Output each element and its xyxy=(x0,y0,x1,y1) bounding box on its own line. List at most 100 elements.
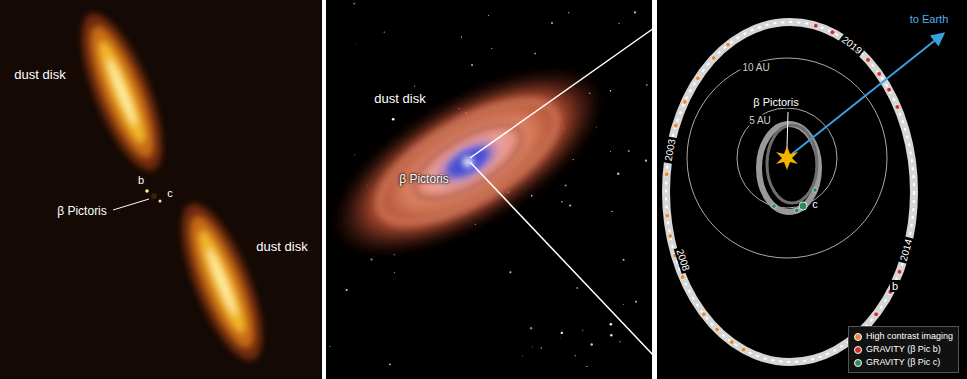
star-dot xyxy=(565,185,567,187)
panel-background xyxy=(0,0,322,379)
legend-swatch xyxy=(854,333,862,341)
disk-glow xyxy=(65,4,178,180)
zoom-line xyxy=(470,28,654,158)
measurement-dot xyxy=(668,234,673,239)
planet-label: c xyxy=(165,187,175,199)
star-dot xyxy=(394,272,395,273)
measurement-dot xyxy=(877,72,882,77)
measurement-dot xyxy=(711,56,716,61)
legend-swatch xyxy=(854,359,862,367)
star-dot xyxy=(618,23,619,24)
star-dot xyxy=(394,254,395,255)
disk-core xyxy=(205,247,239,317)
star-dot xyxy=(530,327,532,329)
star-dot xyxy=(384,31,385,32)
year-label: 2008 xyxy=(674,246,693,274)
star-dot xyxy=(414,86,415,87)
measurement-dot xyxy=(813,23,818,28)
planet-label: b xyxy=(890,280,900,292)
star-dot xyxy=(471,64,473,66)
star-dot xyxy=(590,343,592,345)
scale-label: 5 AU xyxy=(747,115,773,126)
legend-text: GRAVITY (β Pic c) xyxy=(866,357,940,367)
measurement-dot xyxy=(895,105,900,110)
disk-ring xyxy=(361,77,574,246)
star-dot xyxy=(487,14,489,16)
measurement-dot xyxy=(665,213,670,218)
measurement-dot xyxy=(887,87,892,92)
orbit-b xyxy=(666,22,914,362)
star-dot xyxy=(329,346,330,347)
star-dot xyxy=(645,160,647,162)
star-dot xyxy=(619,341,620,342)
measurement-dot xyxy=(674,123,679,128)
measurement-dot xyxy=(772,204,777,209)
measurement-dot xyxy=(726,42,731,47)
star-dot xyxy=(635,301,637,303)
star-dot xyxy=(574,355,576,357)
star-dot xyxy=(586,366,587,367)
measurement-dot xyxy=(741,347,746,352)
star-dot xyxy=(531,195,533,197)
measurement-dot xyxy=(866,58,871,63)
star-dot xyxy=(559,337,561,339)
star-dot xyxy=(611,211,612,212)
star-label: β Pictoris xyxy=(55,205,109,218)
measurement-dot xyxy=(813,188,818,193)
direction-label: to Earth xyxy=(908,13,951,25)
orbit-c xyxy=(759,124,819,212)
year-label: 2003 xyxy=(662,136,677,164)
legend-swatch xyxy=(854,346,862,354)
star-dot xyxy=(561,332,563,334)
orbit-c xyxy=(767,125,817,203)
legend-row: GRAVITY (β Pic c) xyxy=(854,356,953,369)
legend-text: GRAVITY (β Pic b) xyxy=(866,344,941,354)
disk xyxy=(305,32,630,291)
measurement-dot xyxy=(696,76,701,81)
year-label: 2014 xyxy=(897,236,914,264)
star-dot xyxy=(596,126,597,127)
star-label: β Pictoris xyxy=(397,173,451,186)
disk-glow xyxy=(79,20,165,163)
star-dot xyxy=(623,259,625,261)
star-dot xyxy=(646,84,648,86)
star-dot xyxy=(576,287,578,289)
legend: High contrast imagingGRAVITY (β Pic b) GR… xyxy=(848,326,959,373)
scale-circle xyxy=(687,58,887,258)
legend-row: High contrast imaging xyxy=(854,330,953,343)
planet-label: b xyxy=(136,174,146,186)
star-dot xyxy=(561,329,563,331)
star-dot xyxy=(617,173,619,175)
scale-label: 10 AU xyxy=(740,62,771,73)
star-dot xyxy=(370,258,372,260)
star-dot xyxy=(610,90,611,91)
star-dot xyxy=(610,334,612,336)
leader-line xyxy=(787,112,788,148)
star-dot xyxy=(346,289,348,291)
legend-row: GRAVITY (β Pic b) xyxy=(854,343,953,356)
leader-line xyxy=(113,199,149,210)
planet-label: c xyxy=(810,198,820,210)
star-dot xyxy=(491,48,492,49)
star-dot xyxy=(355,42,357,44)
planet-dot xyxy=(159,200,162,203)
star-dot xyxy=(610,323,613,326)
measurement-dot xyxy=(683,100,688,105)
disk-glow xyxy=(192,227,252,336)
year-label: 2019 xyxy=(838,33,865,58)
disk-label: dust disk xyxy=(372,92,427,106)
star-dot xyxy=(392,118,395,121)
dust-disk-image xyxy=(65,4,178,180)
disk-label: dust disk xyxy=(12,68,67,82)
measurement-dot xyxy=(702,312,707,317)
dust-disk-art xyxy=(305,32,630,291)
disk-glow xyxy=(92,37,152,146)
star-label: β Pictoris xyxy=(751,96,800,108)
star-symbol xyxy=(776,146,798,170)
disk-label: dust disk xyxy=(254,240,309,254)
disk-glow xyxy=(165,194,278,370)
star xyxy=(461,155,475,169)
panel-separator xyxy=(652,0,657,379)
